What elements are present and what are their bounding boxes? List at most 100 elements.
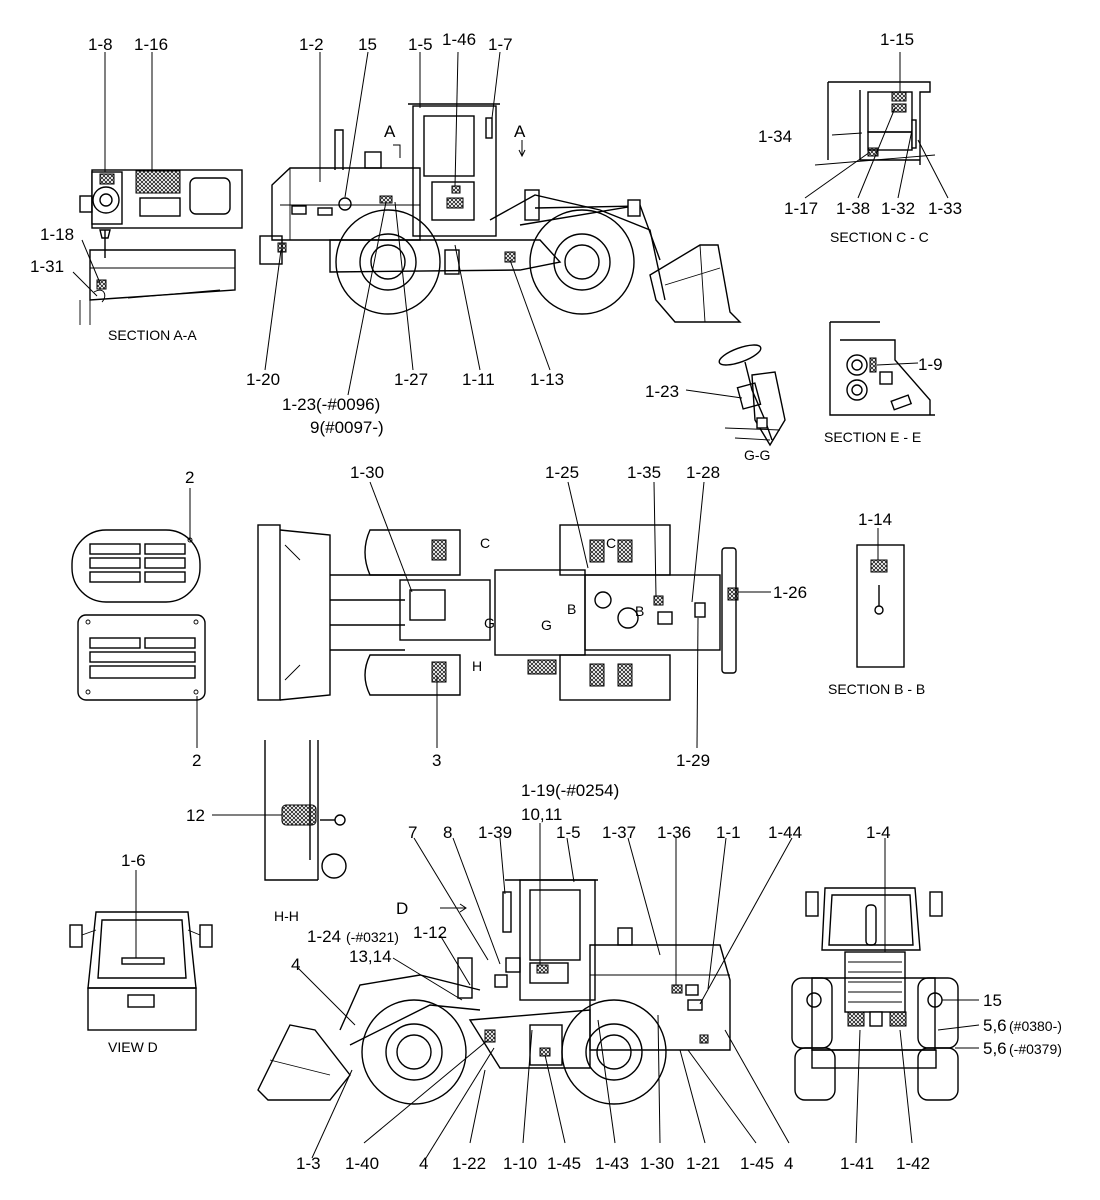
callout-1-16: 1-16 — [134, 35, 168, 54]
section-e-e-view — [829, 321, 935, 416]
callout-1-14: 1-14 — [858, 510, 892, 529]
callout-2-top: 2 — [185, 468, 194, 487]
callout-1-36: 1-36 — [657, 823, 691, 842]
section-marker-b-left: B — [567, 601, 576, 617]
callout-1-41: 1-41 — [840, 1154, 874, 1173]
caption-view-d: VIEW D — [108, 1039, 158, 1055]
callout-1-30-bottom: 1-30 — [640, 1154, 674, 1173]
section-marker-c-left: C — [480, 535, 490, 551]
callout-1-30-top: 1-30 — [350, 463, 384, 482]
decal-plate-rect — [77, 614, 206, 701]
callout-9-serial: 9(#0097-) — [310, 418, 384, 437]
section-a-a-view — [79, 169, 243, 325]
callout-15-rear: 15 — [983, 991, 1002, 1010]
callout-1-23-serial: 1-23(-#0096) — [282, 395, 380, 414]
callout-1-23: 1-23 — [645, 382, 679, 401]
callout-4-left: 4 — [291, 955, 300, 974]
callout-1-35: 1-35 — [627, 463, 661, 482]
section-marker-a-right: A — [514, 122, 526, 141]
callout-10-11: 10,11 — [521, 805, 562, 824]
callout-1-11: 1-11 — [462, 370, 495, 389]
callout-1-28: 1-28 — [686, 463, 720, 482]
callout-1-37: 1-37 — [602, 823, 636, 842]
callout-1-31: 1-31 — [30, 257, 64, 276]
callout-1-13: 1-13 — [530, 370, 564, 389]
callout-1-6: 1-6 — [121, 851, 146, 870]
callout-1-43: 1-43 — [595, 1154, 629, 1173]
top-plan-view — [257, 524, 739, 701]
caption-section-c-c: SECTION C - C — [830, 229, 929, 245]
callout-8: 8 — [443, 823, 452, 842]
callout-13-14: 13,14 — [349, 947, 392, 966]
callout-1-40: 1-40 — [345, 1154, 379, 1173]
section-marker-d: D — [396, 899, 408, 918]
caption-g-g: G-G — [744, 447, 770, 463]
callout-15-top: 15 — [358, 35, 377, 54]
section-marker-a-left: A — [384, 122, 396, 141]
caption-h-h: H-H — [274, 908, 299, 924]
callout-1-33: 1-33 — [928, 199, 962, 218]
callout-1-22: 1-22 — [452, 1154, 486, 1173]
callout-1-26: 1-26 — [773, 583, 807, 602]
callout-1-46: 1-46 — [442, 30, 476, 49]
callout-1-4: 1-4 — [866, 823, 891, 842]
callout-1-24-serial: (-#0321) — [346, 929, 399, 945]
section-b-b-view — [856, 544, 905, 668]
callout-1-24: 1-24 — [307, 927, 341, 946]
caption-section-b-b: SECTION B - B — [828, 681, 925, 697]
callout-1-38: 1-38 — [836, 199, 870, 218]
callout-5-6-newer-serial: (#0380-) — [1009, 1018, 1062, 1034]
callout-5-6-newer: 5,6 — [983, 1016, 1007, 1035]
callout-1-25: 1-25 — [545, 463, 579, 482]
callout-1-7: 1-7 — [488, 35, 513, 54]
callout-1-21: 1-21 — [686, 1154, 720, 1173]
decal-plate-oval — [71, 529, 201, 603]
h-h-view — [264, 740, 347, 881]
g-g-view — [718, 344, 786, 447]
callout-12: 12 — [186, 806, 205, 825]
callout-3: 3 — [432, 751, 441, 770]
section-c-c-view — [814, 81, 936, 166]
callout-4-bottom: 4 — [419, 1154, 428, 1173]
callout-1-45-right: 1-45 — [740, 1154, 774, 1173]
callout-1-12: 1-12 — [413, 923, 447, 942]
callout-1-8: 1-8 — [88, 35, 113, 54]
callout-1-17: 1-17 — [784, 199, 818, 218]
callout-1-2: 1-2 — [299, 35, 324, 54]
callout-1-44: 1-44 — [768, 823, 802, 842]
callout-1-18: 1-18 — [40, 225, 74, 244]
section-marker-b-right: B — [635, 603, 644, 619]
callout-1-45-left: 1-45 — [547, 1154, 581, 1173]
section-marker-g-center: G — [541, 617, 552, 633]
callout-1-32: 1-32 — [881, 199, 915, 218]
section-marker-c-right: C — [606, 535, 616, 551]
callout-1-9: 1-9 — [918, 355, 943, 374]
callout-1-19-serial: 1-19(-#0254) — [521, 781, 619, 800]
section-marker-g-left: G — [484, 615, 495, 631]
caption-section-a-a: SECTION A-A — [108, 327, 197, 343]
section-marker-h: H — [472, 658, 482, 674]
callout-1-39: 1-39 — [478, 823, 512, 842]
callout-1-10: 1-10 — [503, 1154, 537, 1173]
rear-view — [791, 887, 959, 1101]
side-view-right — [259, 103, 742, 323]
callout-1-29: 1-29 — [676, 751, 710, 770]
callout-1-15: 1-15 — [880, 30, 914, 49]
callout-7: 7 — [408, 823, 417, 842]
callout-1-5-bottom: 1-5 — [556, 823, 581, 842]
caption-section-e-e: SECTION E - E — [824, 429, 921, 445]
callout-5-6-older: 5,6 — [983, 1039, 1007, 1058]
callout-1-5-top: 1-5 — [408, 35, 433, 54]
callout-1-1: 1-1 — [716, 823, 741, 842]
callout-1-42: 1-42 — [896, 1154, 930, 1173]
view-d — [69, 911, 213, 1031]
callout-5-6-older-serial: (-#0379) — [1009, 1041, 1062, 1057]
side-view-left — [257, 879, 731, 1105]
callout-1-27: 1-27 — [394, 370, 428, 389]
callout-2-bottom: 2 — [192, 751, 201, 770]
callout-1-34: 1-34 — [758, 127, 792, 146]
callout-1-20: 1-20 — [246, 370, 280, 389]
callout-4-right: 4 — [784, 1154, 793, 1173]
callout-1-3: 1-3 — [296, 1154, 321, 1173]
